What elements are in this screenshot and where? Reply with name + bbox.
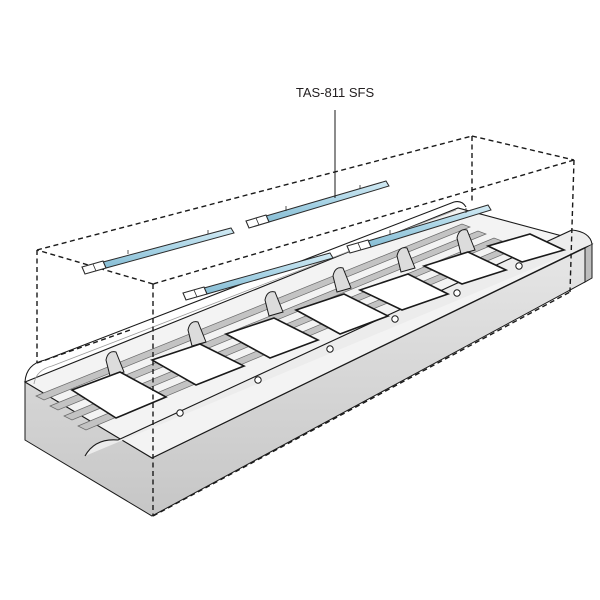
panel [150, 343, 246, 386]
panel [224, 317, 320, 359]
uv-lamp-tube-icon [182, 252, 334, 301]
conveyor-rollers [176, 262, 523, 417]
panel [357, 273, 451, 311]
callout: TAS-811 SFS [296, 85, 375, 198]
dashed-enclosure [36, 135, 575, 517]
uv-lamp-tube-icon [245, 180, 390, 229]
conveyor-front-lip [84, 229, 593, 457]
panel [294, 293, 390, 335]
uv-lamp-tubes [81, 180, 492, 301]
conveyor-end-face [584, 243, 593, 283]
conveyor-panels [70, 233, 567, 419]
uv-lamp-tube-icon [346, 204, 492, 254]
panel [485, 233, 567, 263]
panel [70, 371, 168, 419]
panel [421, 251, 509, 285]
conveyor [23, 201, 594, 517]
uv-lamp-tube-icon [81, 227, 235, 275]
conveyor-divider-fins [105, 229, 476, 377]
callout-label: TAS-811 SFS [296, 85, 375, 100]
